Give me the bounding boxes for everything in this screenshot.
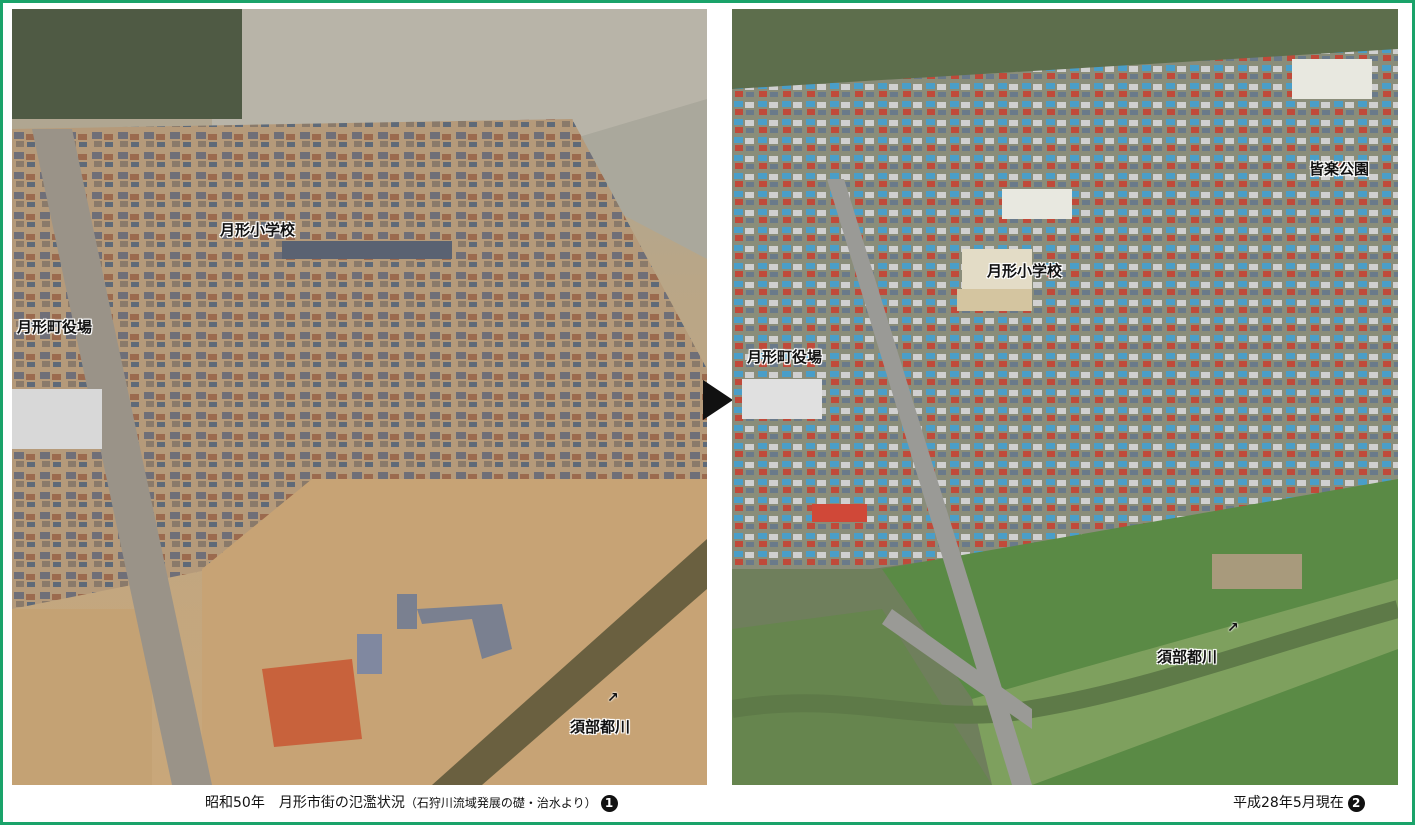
play-arrow-icon [703, 380, 733, 420]
label-town-office-right: 月形町役場 [747, 348, 823, 366]
photo-number-badge: 1 [600, 794, 618, 812]
photo-number-badge: 2 [1347, 794, 1365, 812]
label-school-right: 月形小学校 [987, 262, 1063, 280]
caption-right-main: 平成28年5月現在 [1233, 795, 1344, 811]
label-school-left: 月形小学校 [220, 221, 296, 239]
caption-left: 昭和50年 月形市街の氾濫状況（石狩川流域発展の礎・治水より）1 [205, 792, 618, 812]
label-river-right: 須部都川 [1157, 648, 1218, 666]
town-photo-2016 [732, 9, 1398, 785]
arrow-icon: ↗ [1227, 620, 1239, 636]
label-town-office-left: 月形町役場 [17, 318, 93, 336]
caption-left-source: （石狩川流域発展の礎・治水より） [404, 796, 597, 810]
arrow-icon: ↗ [607, 690, 619, 706]
flood-photo-1975 [12, 9, 707, 785]
caption-left-main: 昭和50年 月形市街の氾濫状況 [205, 795, 405, 811]
label-river-left: 須部都川 [570, 718, 631, 736]
label-park: 皆楽公園 [1309, 160, 1370, 178]
